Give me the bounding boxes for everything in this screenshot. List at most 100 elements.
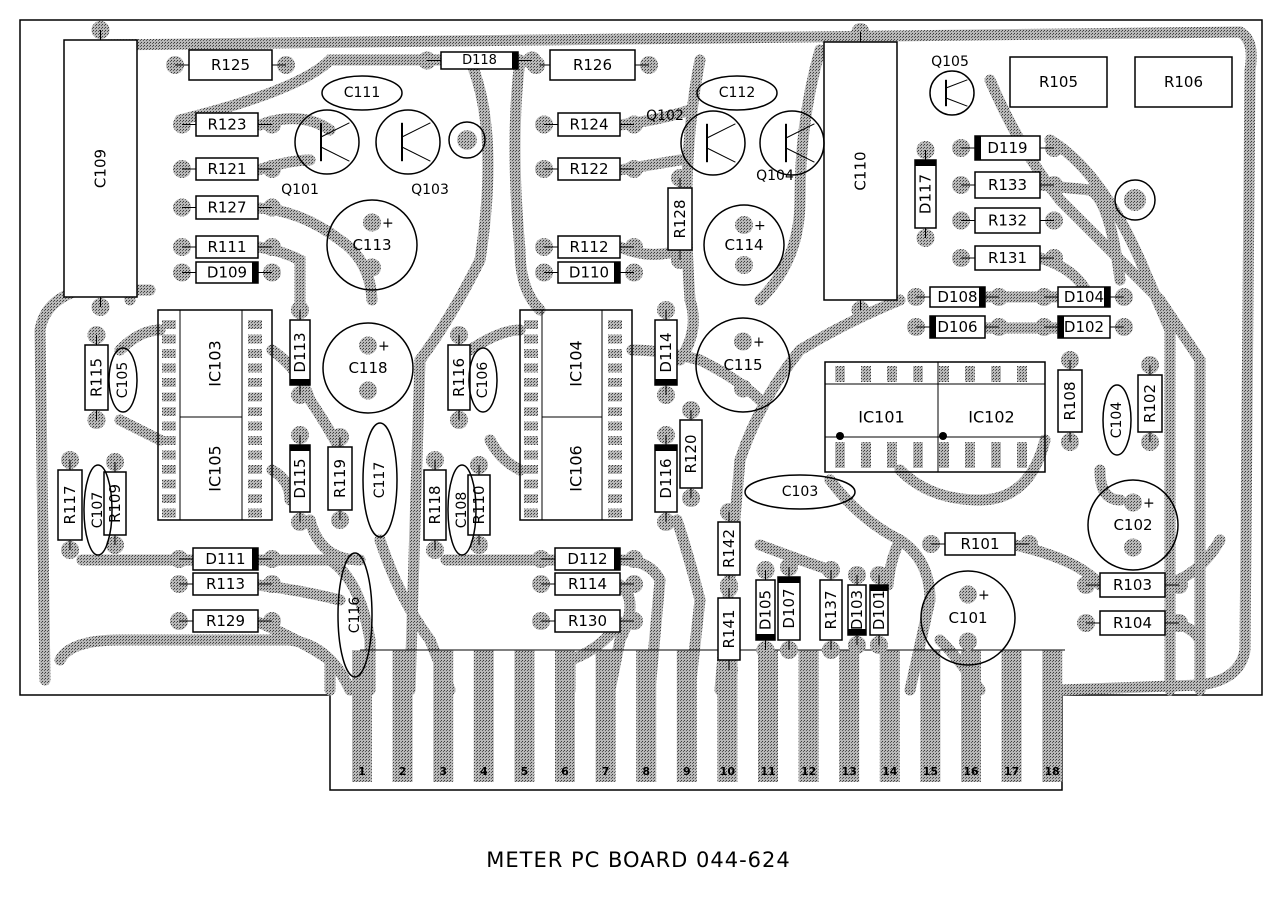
- pin1-marker: [939, 432, 947, 440]
- component-label: R130: [568, 612, 607, 630]
- connector-finger: [1001, 650, 1022, 782]
- trace: [252, 241, 306, 316]
- component-label: IC102: [968, 408, 1014, 427]
- connector-finger: [555, 650, 575, 782]
- connector-finger: [473, 650, 494, 782]
- component-label: R103: [1113, 576, 1152, 594]
- component-r124: R124: [535, 112, 643, 137]
- component-r103: R103: [1077, 572, 1188, 598]
- component-r137: R137: [819, 561, 843, 659]
- cathode-band: [930, 316, 936, 338]
- connector-pin-label: 7: [602, 765, 610, 778]
- component-r104: R104: [1077, 610, 1188, 636]
- trace: [1044, 134, 1176, 696]
- component-r108: R108: [1057, 351, 1083, 451]
- component-c107: C107: [83, 464, 113, 556]
- connector-pin-label: 11: [760, 765, 775, 778]
- component-c112: C112: [696, 75, 778, 111]
- component-label: IC105: [206, 445, 225, 491]
- trace: [894, 434, 1051, 506]
- connector-finger: [798, 650, 819, 782]
- component-r131: R131: [952, 245, 1063, 271]
- trace: [1094, 464, 1126, 506]
- component-label: R132: [988, 212, 1027, 230]
- component-r122: R122: [535, 157, 643, 181]
- connector-finger: [920, 650, 941, 782]
- component-q102: Q102: [646, 108, 746, 176]
- connector-pin-label: 8: [642, 765, 650, 778]
- cathode-band: [870, 585, 888, 591]
- connector-finger: [879, 650, 900, 782]
- component-r110: R110: [467, 456, 491, 554]
- component-q103: Q103: [375, 109, 449, 198]
- ic-package: IC101 IC102: [824, 361, 1046, 473]
- component-r127: R127: [173, 195, 281, 220]
- component-label: R123: [207, 116, 246, 134]
- connector-pin-label: 14: [882, 765, 898, 778]
- polarity-plus-icon: +: [753, 335, 765, 351]
- component-label: R133: [988, 176, 1027, 194]
- component-label: IC103: [206, 340, 225, 386]
- component-label: R120: [682, 434, 700, 473]
- component-d114: D114: [654, 301, 678, 404]
- component-label: D104: [1064, 288, 1104, 306]
- component-label: C118: [348, 359, 387, 377]
- component-label: R105: [1039, 73, 1078, 91]
- connector-pin-label: 15: [923, 765, 938, 778]
- component-r114: R114: [532, 572, 643, 596]
- component-label: R104: [1113, 614, 1152, 632]
- component-r117: R117: [57, 451, 83, 559]
- component-label: R125: [211, 56, 250, 74]
- component-label: C103: [782, 484, 819, 500]
- trace: [614, 241, 686, 260]
- component-label: R101: [960, 535, 999, 553]
- component-c111: C111: [321, 75, 403, 111]
- trace: [464, 324, 526, 356]
- component-d103: D103: [847, 566, 867, 654]
- component-c117: C117: [362, 422, 398, 538]
- cathode-band: [1058, 316, 1064, 338]
- component-label: IC106: [567, 445, 586, 491]
- component-label: R119: [331, 459, 349, 498]
- component-r115: R115: [84, 326, 109, 429]
- cathode-band: [848, 629, 866, 635]
- cathode-band: [290, 445, 310, 451]
- component-c114: C114+: [703, 204, 785, 286]
- cathode-band: [1104, 287, 1110, 307]
- cathode-band: [915, 160, 936, 166]
- component-c116: C116: [337, 552, 373, 678]
- component-label: R122: [569, 160, 608, 178]
- component-c104: C104: [1102, 384, 1132, 456]
- transistor-outline: [375, 109, 441, 175]
- connector-pin-label: 6: [561, 765, 569, 778]
- component-r141: R141: [717, 579, 741, 679]
- cathode-band: [614, 262, 620, 283]
- component-label: R142: [720, 529, 738, 568]
- component-label: R116: [450, 358, 468, 397]
- component-r105: R105: [1009, 56, 1108, 108]
- component-c113: C113+: [326, 199, 418, 291]
- component-r113: R113: [170, 572, 281, 596]
- board-title: METER PC BOARD 044-624: [486, 848, 791, 872]
- polarity-plus-icon: +: [1143, 496, 1155, 512]
- trace: [484, 434, 526, 476]
- connector-finger: [717, 650, 738, 782]
- component-label: R106: [1164, 73, 1203, 91]
- component-label: R117: [61, 485, 79, 524]
- component-label: C114: [724, 236, 763, 254]
- component-c110: C110: [823, 23, 898, 319]
- component-label: Q104: [756, 168, 794, 184]
- component-label: D111: [205, 550, 245, 568]
- component-r101: R101: [922, 532, 1038, 556]
- component-label: IC101: [858, 408, 904, 427]
- component-label: D113: [291, 332, 309, 372]
- component-d104: D104: [1035, 286, 1133, 308]
- cathode-band: [614, 548, 620, 570]
- component-r116: R116: [447, 326, 471, 429]
- trace: [604, 579, 636, 696]
- connector-pin-label: 16: [963, 765, 979, 778]
- component-r119: R119: [327, 428, 353, 529]
- trace: [252, 554, 376, 696]
